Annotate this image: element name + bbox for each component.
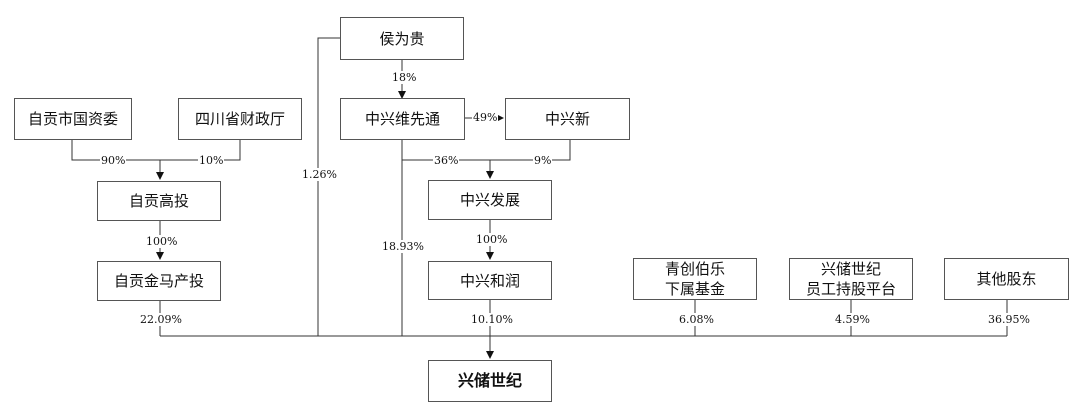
node-zigong-jinma: 自贡金马产投 [97,261,221,301]
node-zigong-sasac: 自贡市国资委 [14,98,132,140]
node-zte-weixiantong: 中兴维先通 [340,98,465,140]
node-qingchuang-fund: 青创伯乐 下属基金 [633,258,757,300]
edge-label-gaotou-to-jinma: 100% [145,235,179,248]
edge-label-qingchuang-to-target: 6.08% [678,313,715,326]
edge-label-wxt-to-xin: 49% [472,111,499,124]
edge-label-wxt-to-fazhan: 36% [433,154,460,167]
edge-label-fazhan-to-herun: 100% [475,233,509,246]
edge-label-hou-to-target: 1.26% [301,168,338,181]
node-zigong-gaotou: 自贡高投 [97,181,221,221]
node-other-shareholders: 其他股东 [944,258,1069,300]
node-hou-weigui: 侯为贵 [340,17,464,60]
edge-label-other-to-target: 36.95% [987,313,1031,326]
edge-label-xin-to-fazhan: 9% [533,154,553,167]
node-sichuan-finance: 四川省财政厅 [178,98,302,140]
node-employee-platform: 兴储世纪 员工持股平台 [789,258,913,300]
edge-label-employee-to-target: 4.59% [834,313,871,326]
node-zte-herun: 中兴和润 [428,261,552,300]
edge-label-sasac-to-gaotou: 90% [100,154,127,167]
edge-label-wxt-to-target: 18.93% [381,240,425,253]
node-zte-xin: 中兴新 [505,98,630,140]
node-target-xingchu: 兴储世纪 [428,360,552,402]
edge-label-hou-to-wxt: 18% [391,71,418,84]
node-zte-fazhan: 中兴发展 [428,180,552,220]
edge-label-finance-to-gaotou: 10% [198,154,225,167]
edge-label-herun-to-target: 10.10% [470,313,514,326]
edge-label-jinma-to-target: 22.09% [139,313,183,326]
